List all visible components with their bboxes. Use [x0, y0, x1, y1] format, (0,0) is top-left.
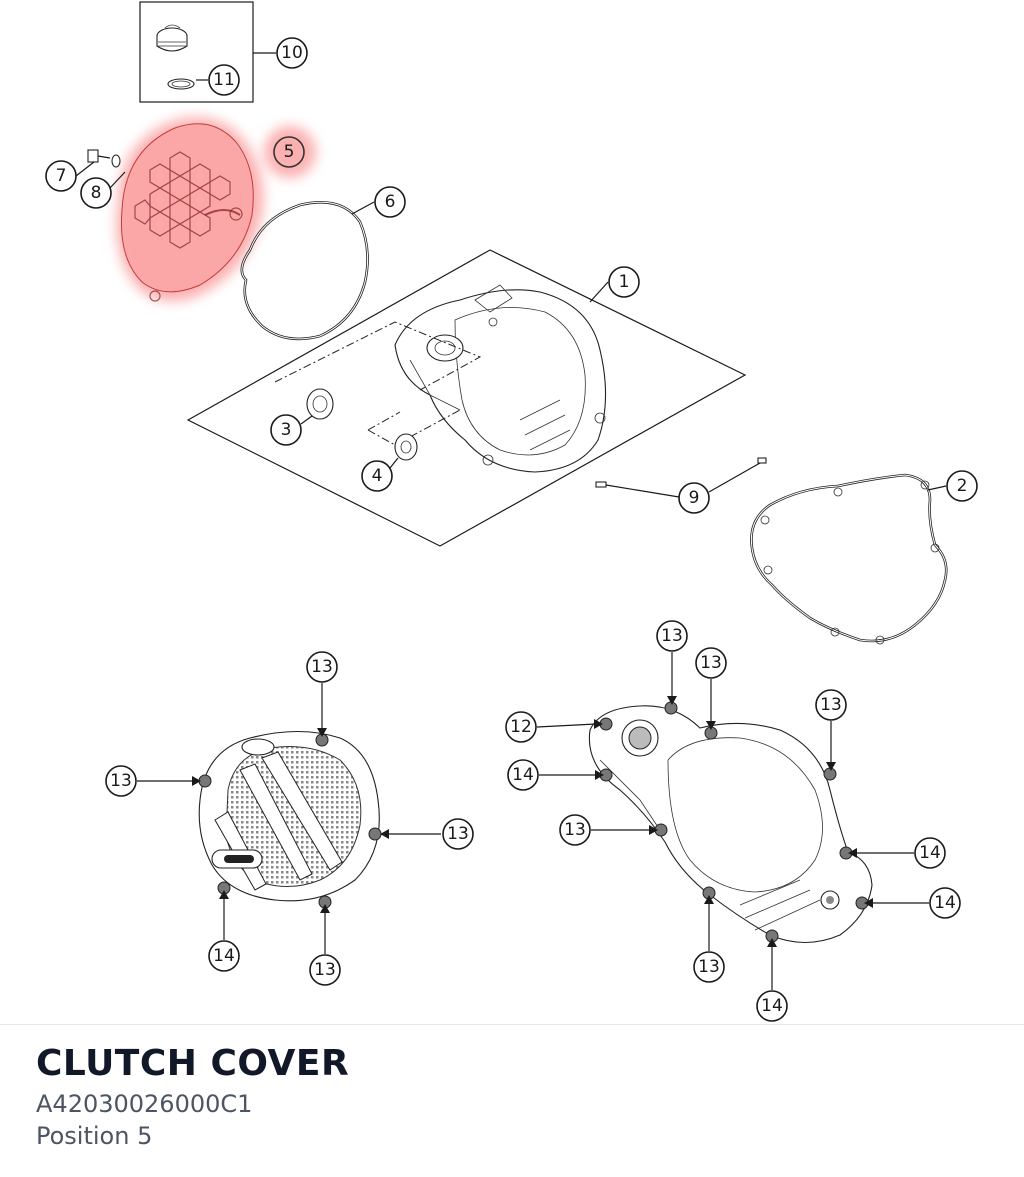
callout-1[interactable]: 1: [608, 266, 640, 298]
washer-part[interactable]: [111, 154, 121, 168]
part-number: A42030026000C1: [36, 1090, 253, 1118]
svg-text:13: 13: [564, 820, 586, 840]
svg-text:13: 13: [661, 626, 683, 646]
svg-text:7: 7: [56, 166, 67, 186]
svg-text:11: 11: [213, 70, 235, 90]
callout-14-housing-left[interactable]: 14: [507, 759, 539, 791]
footer-divider: [0, 1024, 1024, 1025]
svg-text:13: 13: [820, 695, 842, 715]
callout-14-housing-bottom[interactable]: 14: [756, 990, 788, 1022]
clutch-cover-housing-part[interactable]: [394, 284, 607, 473]
bearing-part[interactable]: [306, 388, 334, 420]
crankcase-gasket-part[interactable]: [750, 473, 948, 645]
svg-text:12: 12: [510, 717, 532, 737]
svg-text:13: 13: [700, 653, 722, 673]
svg-text:9: 9: [689, 488, 700, 508]
callout-13-outer-top[interactable]: 13: [306, 651, 338, 683]
callout-14-housing-right-a[interactable]: 14: [914, 837, 946, 869]
exploded-parts-diagram: 10 11: [45, 1, 978, 1022]
svg-text:14: 14: [213, 946, 235, 966]
svg-text:14: 14: [934, 893, 956, 913]
svg-text:13: 13: [110, 771, 132, 791]
callout-13-housing-left[interactable]: 13: [559, 814, 591, 846]
callout-13-housing-top-a[interactable]: 13: [656, 620, 688, 652]
svg-text:3: 3: [281, 420, 292, 440]
callout-10[interactable]: 10: [276, 37, 308, 69]
svg-text:13: 13: [314, 960, 336, 980]
callout-11[interactable]: 11: [208, 64, 240, 96]
svg-text:5: 5: [284, 142, 295, 162]
callout-9[interactable]: 9: [678, 482, 710, 514]
callout-14-housing-right-b[interactable]: 14: [929, 887, 961, 919]
oil-plug-kit-box: [139, 1, 254, 103]
cover-gasket-part[interactable]: [240, 201, 369, 341]
callout-13-housing-bottom[interactable]: 13: [693, 951, 725, 983]
callout-13-outer-bottom[interactable]: 13: [309, 954, 341, 986]
callout-2[interactable]: 2: [946, 470, 978, 502]
callout-13-outer-right[interactable]: 13: [442, 818, 474, 850]
diagram-footer: CLUTCH COVER A42030026000C1 Position 5: [36, 1040, 986, 1152]
svg-text:14: 14: [761, 996, 783, 1016]
outer-cover-arrows: [137, 683, 441, 954]
shaft-seal-part[interactable]: [394, 433, 418, 461]
callout-6[interactable]: 6: [374, 186, 406, 218]
svg-text:14: 14: [512, 765, 534, 785]
callout-7[interactable]: 7: [45, 160, 77, 192]
callout-13-housing-top-c[interactable]: 13: [815, 689, 847, 721]
svg-text:13: 13: [447, 824, 469, 844]
outer-cover-highlighted[interactable]: [116, 117, 264, 302]
clutch-cover-assembled-view: [588, 701, 873, 943]
o-ring-part[interactable]: [167, 78, 195, 90]
callout-13-housing-top-b[interactable]: 13: [695, 647, 727, 679]
position-label: Position 5: [36, 1122, 153, 1150]
svg-text:6: 6: [385, 192, 396, 212]
svg-text:13: 13: [698, 957, 720, 977]
dowel-pin-part[interactable]: [595, 457, 767, 488]
svg-text:8: 8: [91, 183, 102, 203]
svg-text:13: 13: [311, 657, 333, 677]
svg-text:4: 4: [372, 466, 383, 486]
clutch-cover-arrows: [536, 652, 929, 990]
svg-text:2: 2: [957, 476, 968, 496]
bolt-part[interactable]: [87, 149, 111, 163]
oil-plug-part[interactable]: [156, 24, 188, 52]
page-title: CLUTCH COVER: [36, 1043, 350, 1084]
callout-4[interactable]: 4: [361, 460, 393, 492]
callout-3[interactable]: 3: [270, 414, 302, 446]
svg-text:1: 1: [619, 272, 630, 292]
callout-12[interactable]: 12: [505, 711, 537, 743]
callout-5[interactable]: 5: [264, 126, 316, 178]
svg-text:14: 14: [919, 843, 941, 863]
callout-14-outer-bottom-left[interactable]: 14: [208, 940, 240, 972]
outer-cover-assembled-view: [198, 730, 382, 909]
callout-13-outer-left[interactable]: 13: [105, 765, 137, 797]
svg-text:10: 10: [281, 43, 303, 63]
callout-8[interactable]: 8: [80, 177, 112, 209]
